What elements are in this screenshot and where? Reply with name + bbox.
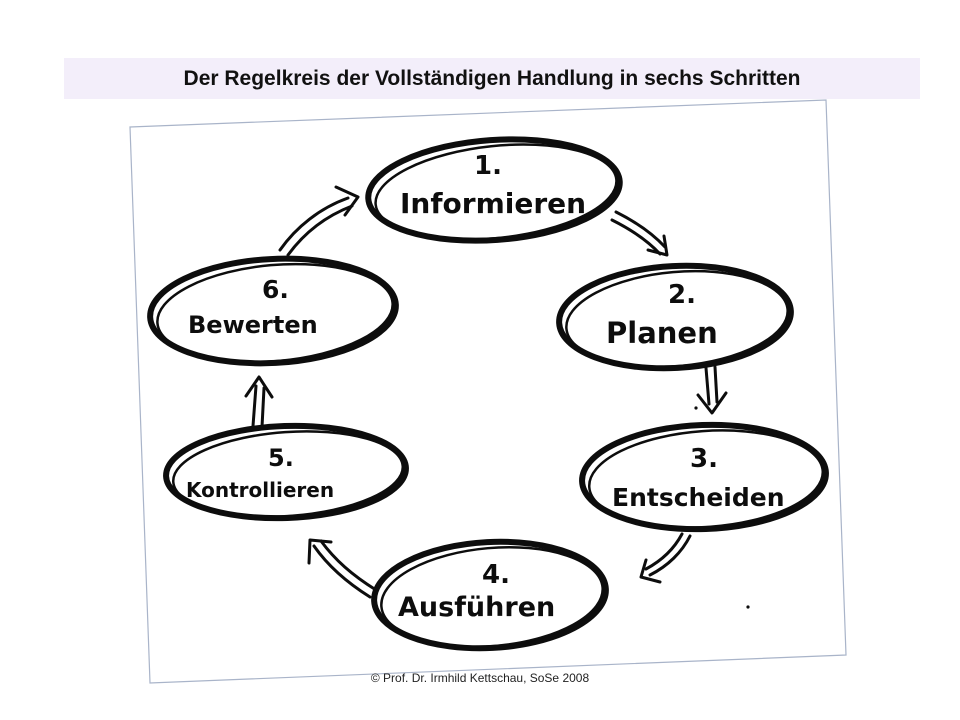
step-1-number: 1.: [474, 151, 502, 181]
step-1-label: Informieren: [400, 187, 586, 220]
step-5-label: Kontrollieren: [186, 478, 334, 502]
step-2-label: Planen: [606, 316, 718, 350]
step-3-label: Entscheiden: [612, 483, 785, 512]
arrow-5-to-6: [244, 375, 274, 429]
step-4-label: Ausführen: [398, 592, 555, 623]
step-3-number: 3.: [690, 444, 718, 474]
arrow-1-to-2: [610, 210, 669, 257]
step-5-node: 5. Kontrollieren: [163, 422, 409, 522]
step-6-node: 6. Bewerten: [147, 255, 399, 367]
step-1-node: 1. Informieren: [365, 136, 623, 244]
step-2-number: 2.: [668, 280, 696, 310]
stray-dot: [746, 605, 750, 609]
step-6-label: Bewerten: [188, 311, 318, 339]
step-4-number: 4.: [482, 560, 510, 590]
title-bar: Der Regelkreis der Vollständigen Handlun…: [64, 58, 920, 99]
step-4-node: 4. Ausführen: [371, 538, 609, 652]
step-6-number: 6.: [262, 275, 289, 304]
arrow-4-to-5: [307, 538, 378, 599]
step-5-number: 5.: [268, 444, 294, 472]
page-title: Der Regelkreis der Vollständigen Handlun…: [183, 66, 801, 90]
image-frame: [129, 99, 847, 684]
arrow-6-to-1: [278, 185, 360, 257]
copyright-footer: © Prof. Dr. Irmhild Kettschau, SoSe 2008: [370, 671, 590, 685]
arrow-2-to-3: [696, 365, 728, 415]
step-2-node: 2. Planen: [556, 262, 794, 372]
stray-dot: [694, 406, 698, 410]
step-3-node: 3. Entscheiden: [579, 421, 829, 533]
arrow-3-to-4: [639, 532, 692, 584]
